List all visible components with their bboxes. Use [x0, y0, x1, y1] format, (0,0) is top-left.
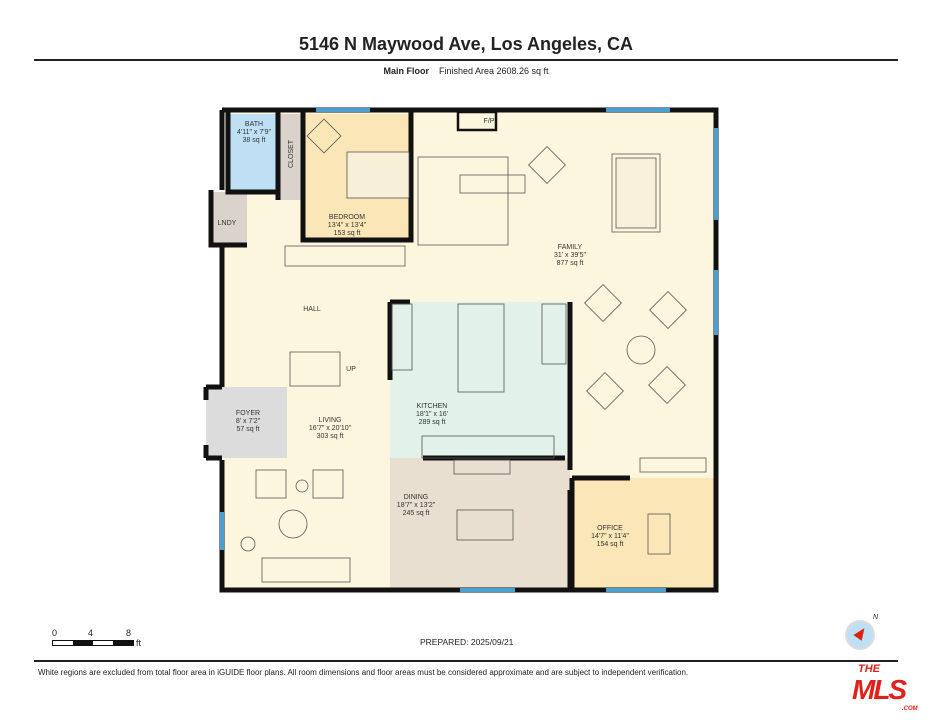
room-dims: 8' x 7'2" — [235, 418, 261, 425]
floor-name: Main Floor — [383, 66, 429, 76]
office-area — [572, 478, 714, 590]
mls-logo: THE MLS .COM — [852, 664, 928, 714]
room-area: 153 sq ft — [333, 230, 361, 237]
floor-area: Finished Area 2608.26 sq ft — [438, 66, 549, 76]
stairs-label: UP — [346, 366, 356, 373]
room-area: 154 sq ft — [596, 541, 624, 548]
kitchen-area — [390, 302, 570, 458]
room-area: 877 sq ft — [556, 260, 584, 267]
laundry-label: LNDY — [217, 220, 237, 227]
room-area: 57 sq ft — [236, 426, 260, 433]
foyer-area — [206, 387, 287, 458]
room-name: KITCHEN — [416, 403, 448, 410]
room-dims: 16'7" x 20'10" — [308, 425, 352, 432]
room-dims: 18'1" x 16' — [415, 411, 449, 418]
room-name: BATH — [244, 121, 264, 128]
room-name: BEDROOM — [328, 214, 366, 221]
prepared-date: PREPARED: 2025/09/21 — [420, 637, 514, 647]
room-name: DINING — [403, 494, 429, 501]
room-dims: 14'7" x 11'4" — [591, 533, 629, 540]
room-dims: 13'4" x 13'4" — [327, 222, 367, 229]
room-name: LIVING — [318, 417, 342, 424]
compass-north-label: N — [873, 614, 879, 621]
bath-area — [230, 114, 278, 192]
room-name: FAMILY — [557, 244, 583, 251]
scale-graphic — [52, 640, 134, 646]
scale-unit: ft — [136, 638, 142, 648]
room-dims: 31' x 39'5" — [553, 252, 587, 259]
logo-text: .COM — [902, 706, 918, 712]
scale-tick: 4 — [88, 628, 94, 638]
closet-label: CLOSET — [288, 139, 295, 169]
room-area: 289 sq ft — [418, 419, 446, 426]
page-title: 5146 N Maywood Ave, Los Angeles, CA — [298, 34, 634, 54]
floor-subtitle: Main Floor Finished Area 2608.26 sq ft — [0, 66, 932, 76]
room-dims: 18'7" x 13'2" — [396, 502, 436, 509]
scale-tick: 8 — [126, 628, 132, 638]
divider — [34, 59, 898, 61]
hall-label: HALL — [303, 306, 321, 313]
room-name: FOYER — [235, 410, 261, 417]
room-area: 303 sq ft — [316, 433, 344, 440]
room-name: OFFICE — [597, 525, 623, 532]
room-area: 38 sq ft — [242, 137, 266, 144]
disclaimer: White regions are excluded from total fl… — [38, 668, 689, 677]
divider — [34, 660, 898, 662]
room-dims: 4'11" x 7'9" — [237, 129, 271, 136]
scale-tick: 0 — [52, 628, 58, 638]
room-area: 245 sq ft — [402, 510, 430, 517]
compass-icon: N — [845, 614, 878, 650]
logo-text: MLS — [852, 674, 907, 705]
dining-area — [390, 458, 570, 590]
logo-text: THE — [858, 663, 880, 675]
fireplace-label: F/P — [483, 118, 495, 125]
